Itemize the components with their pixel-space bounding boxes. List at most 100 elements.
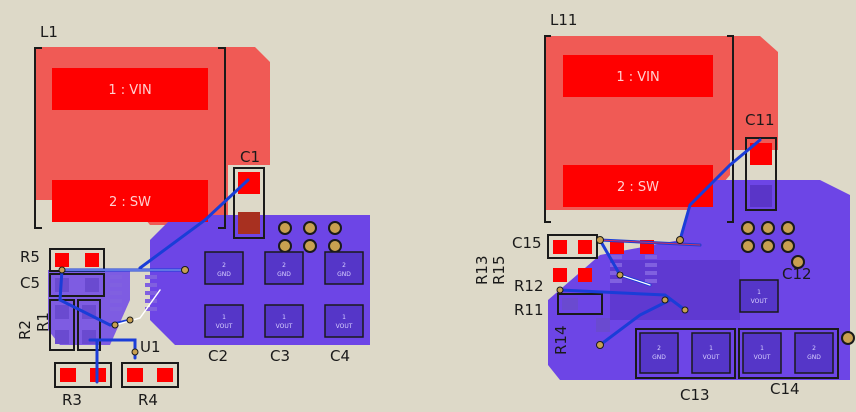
right-l11-designator: L11: [550, 11, 577, 29]
left-sw-pad-label: 2 : SW: [109, 195, 151, 210]
left-board: 1 : VIN 2 : SW L1 C1 2 GND 2 GND: [16, 23, 370, 409]
right-vin-pad[interactable]: [563, 55, 713, 97]
right-r11-outline: [557, 293, 603, 315]
right-r14-designator: R14: [552, 325, 570, 355]
left-c4-vout-pad[interactable]: [324, 304, 364, 338]
left-c4-vout-label: VOUT: [336, 323, 353, 330]
left-c2-gnd-label: GND: [217, 271, 231, 278]
left-r2-pad-2[interactable]: [55, 330, 69, 344]
left-r3-outline: [54, 362, 112, 388]
right-c14-vout-num: 1: [760, 345, 764, 352]
right-r11-pad[interactable]: [562, 298, 578, 310]
left-c3-gnd-num: 2: [282, 262, 286, 269]
left-c2-vout-label: VOUT: [216, 323, 233, 330]
right-bottom-copper-pour-dark: [610, 260, 740, 320]
right-c14-vout-label: VOUT: [754, 354, 771, 361]
right-c13-gnd-num: 2: [657, 345, 661, 352]
right-c13-gnd-pad[interactable]: [639, 332, 679, 374]
left-output-caps: 2 GND 2 GND 2 GND 1 VOUT 1 VOUT 1 VOUT: [204, 251, 364, 338]
left-c3-designator: C3: [270, 347, 290, 365]
left-c1-designator: C1: [240, 148, 260, 166]
left-c1-pad-1[interactable]: [238, 172, 260, 194]
right-c12-vout-label: VOUT: [751, 298, 768, 305]
left-r1-outline: [77, 299, 101, 351]
right-c11-outline: [745, 137, 777, 211]
right-vin-pad-label: 1 : VIN: [616, 70, 659, 85]
left-c4-gnd-pad[interactable]: [324, 251, 364, 285]
left-r5-designator: R5: [20, 248, 40, 266]
left-c4-gnd-num: 2: [342, 262, 346, 269]
left-c4-designator: C4: [330, 347, 350, 365]
left-traces: [58, 178, 250, 384]
left-r1-pad-2[interactable]: [82, 330, 96, 344]
right-r13-pad[interactable]: [553, 268, 567, 282]
right-c14-vout-pad[interactable]: [742, 332, 782, 374]
right-r15-designator: R15: [490, 255, 508, 285]
right-c15-pad-1[interactable]: [553, 240, 567, 254]
right-sw-pad[interactable]: [563, 165, 713, 207]
left-c2-vout-pad[interactable]: [204, 304, 244, 338]
left-r4-designator: R4: [138, 391, 158, 409]
left-r5-pad-2[interactable]: [85, 253, 99, 267]
right-c15-pad-2[interactable]: [578, 240, 592, 254]
left-c4-gnd-label: GND: [337, 271, 351, 278]
left-c3-gnd-pad[interactable]: [264, 251, 304, 285]
left-c1-outline: [233, 167, 265, 239]
right-r11-designator: R11: [514, 301, 544, 319]
right-c13-vout-num: 1: [709, 345, 713, 352]
left-vias: [58, 266, 189, 356]
left-r1-designator: R1: [34, 312, 52, 332]
left-r2-pad-1[interactable]: [55, 305, 69, 319]
left-c5-outline: [49, 273, 105, 297]
left-u1-designator: U1: [140, 338, 161, 356]
right-c12-pad[interactable]: [739, 279, 779, 313]
right-c12-vout-num: 1: [757, 289, 761, 296]
right-c14-gnd-num: 2: [812, 345, 816, 352]
left-u1-ic[interactable]: [110, 275, 157, 311]
left-c1-pad-2[interactable]: [238, 212, 260, 234]
right-sw-pad-label: 2 : SW: [617, 180, 659, 195]
left-r5-pad-1[interactable]: [55, 253, 69, 267]
left-l1-designator: L1: [40, 23, 58, 41]
left-c3-vout-num: 1: [282, 314, 286, 321]
right-inductor-outline: [544, 35, 734, 223]
right-c13-gnd-label: GND: [652, 354, 666, 361]
left-r3-designator: R3: [62, 391, 82, 409]
right-board: 1 : VIN 2 : SW L11 C11 1 VOUT C12 2: [473, 11, 855, 404]
left-r4-pad-1[interactable]: [127, 368, 143, 382]
right-c12-designator: C12: [782, 265, 812, 283]
left-r3-pad-1[interactable]: [60, 368, 76, 382]
left-sw-pad[interactable]: [52, 180, 208, 222]
right-via-cluster: [741, 221, 855, 345]
right-c14-gnd-pad[interactable]: [794, 332, 834, 374]
left-c5-designator: C5: [20, 274, 40, 292]
right-c13-vout-pad[interactable]: [691, 332, 731, 374]
right-c15-designator: C15: [512, 234, 542, 252]
left-vin-pad-label: 1 : VIN: [108, 83, 151, 98]
left-vin-pad[interactable]: [52, 68, 208, 110]
right-r14-pad[interactable]: [596, 318, 610, 332]
right-c11-pad-1[interactable]: [750, 143, 772, 165]
left-c2-vout-num: 1: [222, 314, 226, 321]
left-c5-pad-2[interactable]: [85, 278, 99, 292]
left-r4-pad-2[interactable]: [157, 368, 173, 382]
left-inductor-outline: [34, 47, 226, 229]
right-r13-designator: R13: [473, 255, 491, 285]
right-c15-bot-pad-1[interactable]: [610, 240, 624, 254]
left-via-cluster: [278, 221, 342, 253]
left-c2-designator: C2: [208, 347, 228, 365]
left-c3-vout-pad[interactable]: [264, 304, 304, 338]
left-c2-gnd-pad[interactable]: [204, 251, 244, 285]
right-vias: [556, 236, 689, 349]
right-r12-designator: R12: [514, 277, 544, 295]
left-r2-outline: [49, 299, 75, 351]
right-c11-pad-2[interactable]: [750, 185, 772, 207]
right-c13-vout-label: VOUT: [703, 354, 720, 361]
right-c13-designator: C13: [680, 386, 710, 404]
left-c3-vout-label: VOUT: [276, 323, 293, 330]
right-r15-pad[interactable]: [578, 268, 592, 282]
right-output-caps: 2 GND 1 VOUT 1 VOUT 2 GND: [635, 328, 839, 379]
right-c11-designator: C11: [745, 111, 775, 129]
